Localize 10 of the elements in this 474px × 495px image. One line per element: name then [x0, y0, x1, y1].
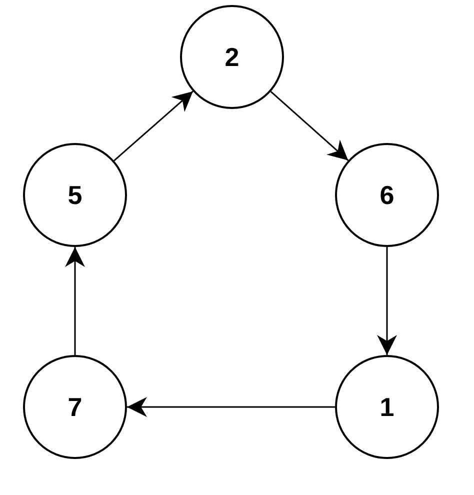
arrow [114, 90, 194, 162]
node-label: 6 [380, 180, 394, 210]
node-label: 7 [68, 392, 82, 422]
node-label: 2 [224, 42, 240, 72]
arrow [127, 397, 335, 417]
arrow [377, 247, 397, 355]
arrow [65, 247, 85, 355]
arrow [270, 91, 349, 161]
node-label: 5 [68, 180, 82, 210]
node-label: 1 [380, 392, 394, 422]
